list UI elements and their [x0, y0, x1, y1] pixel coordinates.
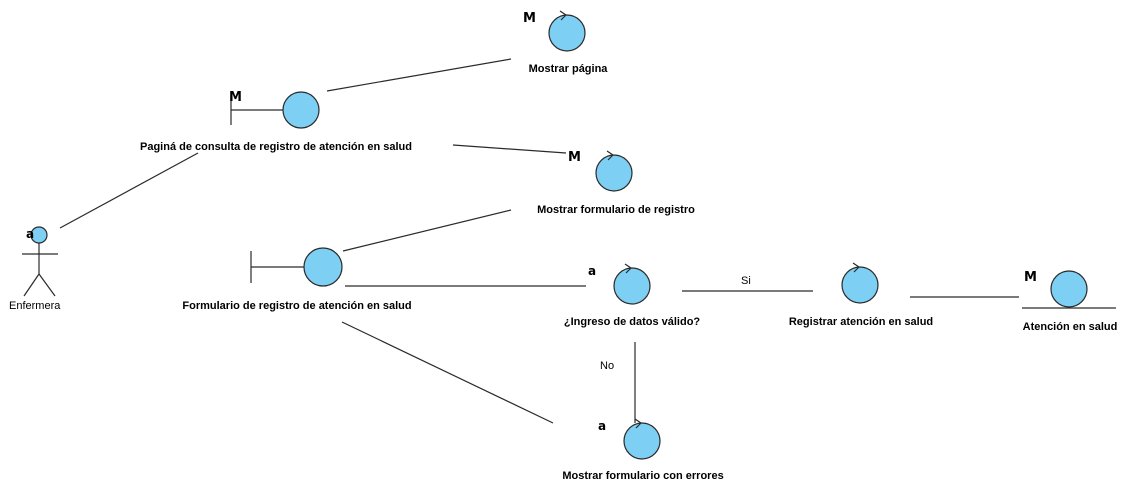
actor-enfermera	[22, 226, 58, 297]
stereotype-mostrar-formulario-errores: a	[598, 419, 607, 433]
link-actor-pagina	[59, 152, 199, 229]
stereotype-atencion-salud: M	[1024, 270, 1037, 285]
boundary-circle	[303, 247, 343, 287]
control-mostrar-formulario-registro	[595, 150, 633, 192]
control-circle	[548, 14, 586, 52]
boundary-pagina-consulta	[230, 91, 320, 129]
label-actor-enfermera: Enfermera	[9, 300, 61, 312]
label-formulario-registro: Formulario de registro de atención en sa…	[182, 300, 412, 312]
boundary-circle	[282, 91, 320, 129]
control-circle	[613, 267, 651, 305]
control-circle	[623, 422, 661, 460]
control-circle	[841, 266, 879, 304]
connection-label-si: Si	[741, 275, 751, 287]
control-arrowhead	[606, 150, 614, 161]
entity-atencion-salud	[1022, 270, 1116, 309]
stereotype-mostrar-formulario-registro: M	[568, 150, 581, 165]
label-registrar-atencion: Registrar atención en salud	[788, 316, 934, 328]
actor-left-leg	[23, 273, 40, 297]
actor-right-leg	[38, 273, 56, 297]
control-circle	[595, 154, 633, 192]
control-arrowhead	[852, 262, 860, 273]
control-mostrar-formulario-errores	[623, 418, 661, 460]
label-mostrar-formulario-registro: Mostrar formulario de registro	[537, 204, 695, 216]
link-pagina-mostrar-pagina	[326, 58, 512, 92]
control-registrar-atencion	[841, 262, 879, 304]
stereotype-mostrar-pagina: M	[523, 11, 536, 26]
label-atencion-salud: Atención en salud	[1022, 321, 1118, 333]
stereotype-actor: a	[26, 227, 35, 241]
control-arrowhead	[624, 263, 632, 274]
boundary-formulario-registro	[250, 247, 343, 287]
connection-label-no: No	[600, 360, 615, 372]
label-pagina-consulta: Paginá de consulta de registro de atenci…	[139, 141, 413, 153]
label-mostrar-formulario-errores: Mostrar formulario con errores	[562, 470, 724, 482]
link-formulario-errores	[341, 321, 554, 424]
stereotype-ingreso-datos-valido: a	[588, 264, 597, 278]
link-formulario-mostrar-formulario	[342, 209, 512, 252]
control-arrowhead	[559, 10, 567, 21]
control-arrowhead	[634, 418, 642, 429]
link-pagina-mostrar-formulario	[452, 144, 567, 154]
stereotype-pagina-consulta: M	[229, 90, 242, 105]
control-ingreso-datos-valido	[613, 263, 651, 305]
label-mostrar-pagina: Mostrar página	[528, 63, 608, 75]
label-ingreso-datos-valido: ¿Ingreso de datos válido?	[563, 316, 701, 328]
entity-circle	[1050, 270, 1088, 308]
control-mostrar-pagina	[548, 10, 586, 52]
